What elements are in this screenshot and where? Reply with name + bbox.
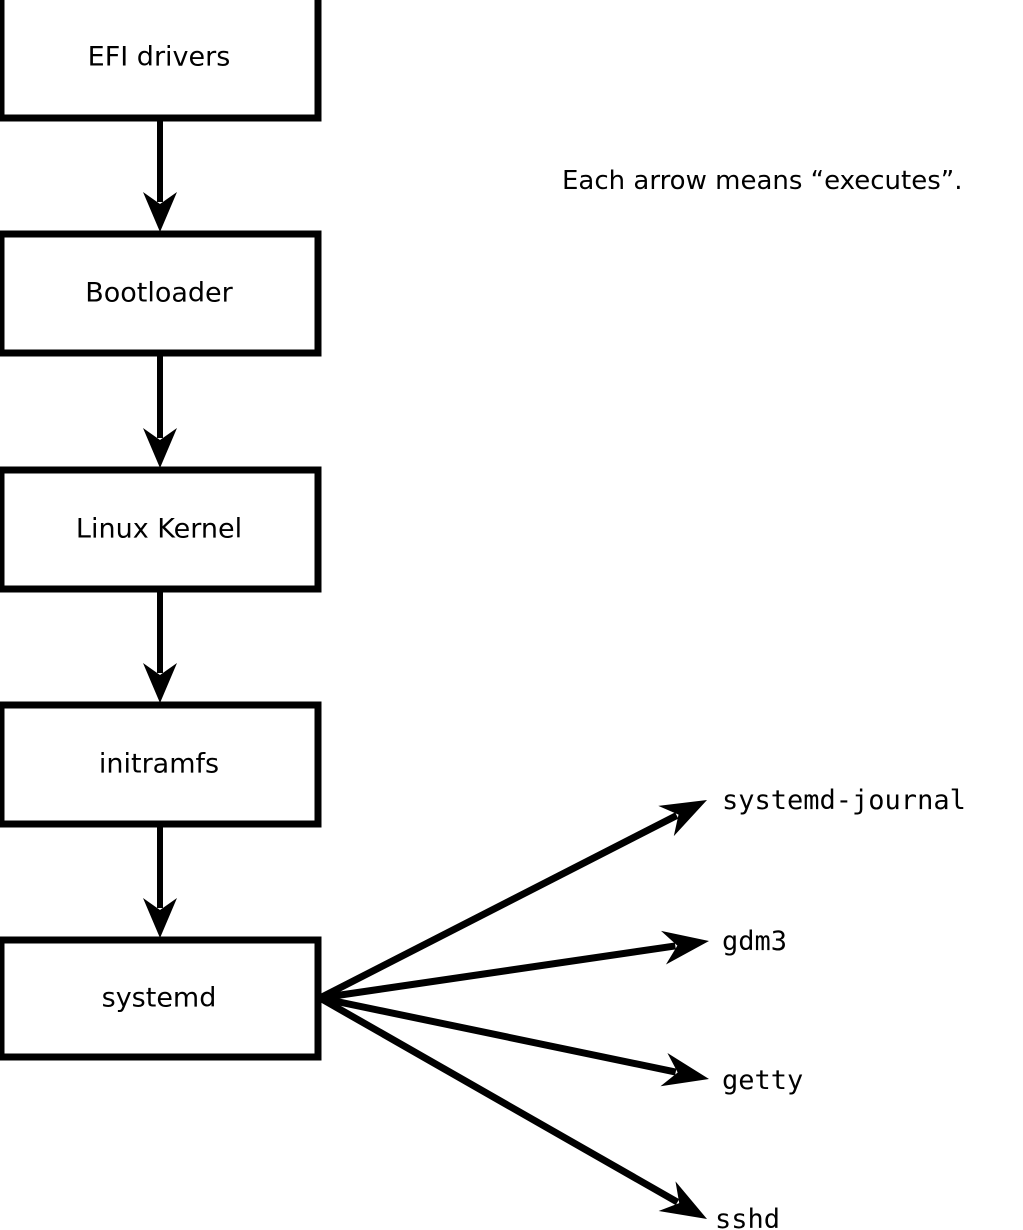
fan-arrow-sshd xyxy=(318,994,707,1219)
process-label-group: systemd-journal gdm3 getty sshd xyxy=(715,785,966,1230)
fan-arrow-getty xyxy=(319,994,709,1087)
stage-box-label: systemd xyxy=(102,983,217,1014)
flow-arrow-efi-to-bootloader xyxy=(143,120,177,232)
flow-arrow-kernel-to-initramfs xyxy=(143,591,177,703)
arrow-head-icon xyxy=(143,898,177,938)
stage-box-linux-kernel[interactable]: Linux Kernel xyxy=(0,466,322,593)
fan-arrow-systemd-journal xyxy=(318,800,707,1002)
arrow-head-icon xyxy=(661,930,709,965)
stage-box-rect xyxy=(0,230,322,357)
fan-arrow-group xyxy=(318,800,709,1219)
stage-box-initramfs[interactable]: initramfs xyxy=(0,701,322,828)
stage-box-label: initramfs xyxy=(99,749,219,780)
stage-box-label: EFI drivers xyxy=(88,42,231,73)
process-label-sshd: sshd xyxy=(715,1204,780,1230)
fan-arrow-gdm3 xyxy=(319,930,709,1002)
arrow-shaft xyxy=(319,942,676,1002)
stage-box-label: Bootloader xyxy=(85,278,233,309)
stage-box-label: Linux Kernel xyxy=(76,514,242,545)
stage-box-rect xyxy=(0,466,322,593)
arrow-shaft xyxy=(318,994,680,1206)
arrow-shaft xyxy=(319,994,677,1076)
stage-box-rect xyxy=(0,936,322,1061)
process-label-systemd-journal: systemd-journal xyxy=(722,785,966,816)
stage-box-systemd[interactable]: systemd xyxy=(0,936,322,1061)
arrow-head-icon xyxy=(143,663,177,703)
flow-arrow-group xyxy=(143,120,177,938)
flow-arrow-initramfs-to-systemd xyxy=(143,826,177,938)
stage-box-rect xyxy=(0,0,322,122)
diagram-caption: Each arrow means “executes”. xyxy=(562,166,963,196)
process-label-getty: getty xyxy=(722,1065,803,1096)
arrow-head-icon xyxy=(143,428,177,468)
arrow-head-icon xyxy=(143,192,177,232)
arrow-head-icon xyxy=(658,1181,707,1219)
stage-box-efi-drivers[interactable]: EFI drivers xyxy=(0,0,322,122)
arrow-shaft xyxy=(318,812,679,1002)
stage-box-rect xyxy=(0,701,322,828)
flow-arrow-bootloader-to-kernel xyxy=(143,355,177,468)
process-label-gdm3: gdm3 xyxy=(722,926,787,957)
arrow-head-icon xyxy=(660,1052,709,1087)
stage-box-bootloader[interactable]: Bootloader xyxy=(0,230,322,357)
arrow-head-icon xyxy=(658,800,707,837)
